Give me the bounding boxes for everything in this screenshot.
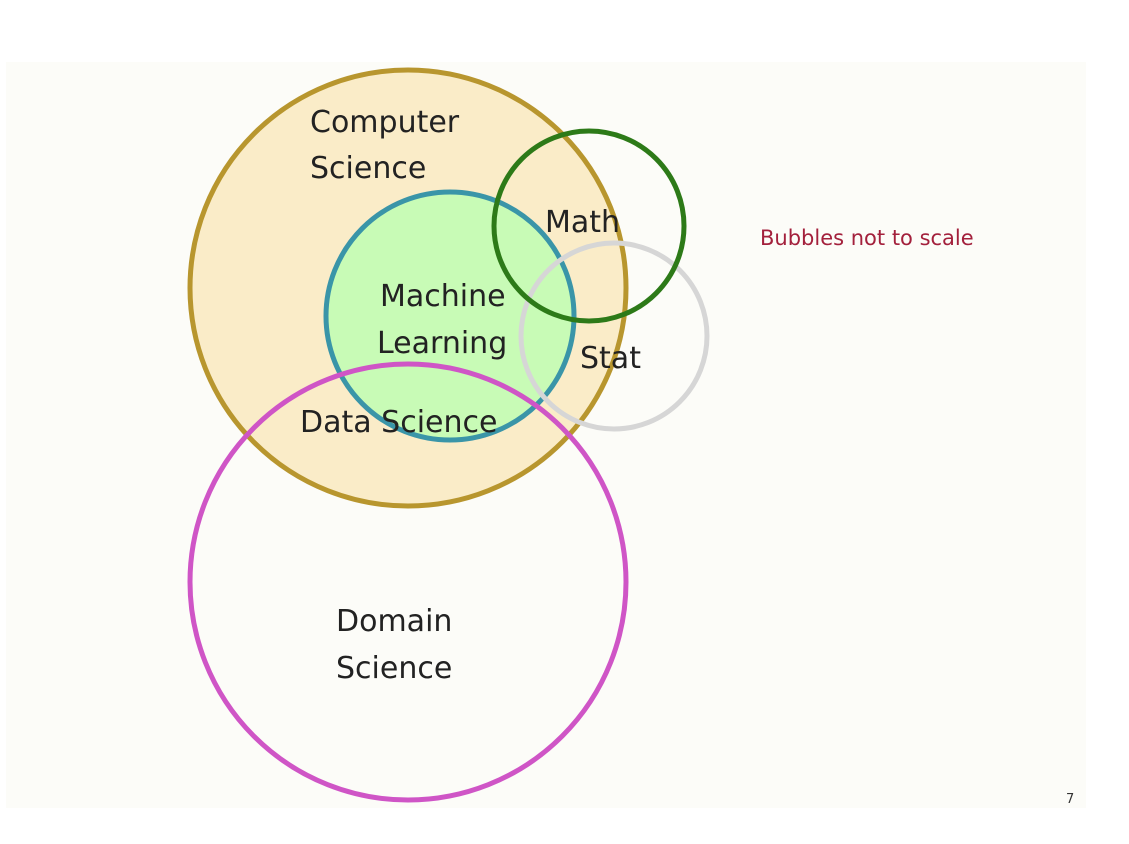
stat-label: Stat	[580, 341, 641, 376]
computer-science-label: Computer Science	[310, 105, 469, 186]
computer-science-label-line1: Computer	[310, 105, 460, 140]
computer-science-label-line2: Science	[310, 151, 426, 186]
math-circle	[491, 128, 687, 324]
domain-science-label: Domain Science	[336, 604, 462, 686]
domain-science-label-line1: Domain	[336, 604, 452, 639]
domain-science-label-line2: Science	[336, 651, 452, 686]
machine-learning-label-line1: Machine	[380, 279, 506, 314]
stat-circle	[518, 240, 710, 432]
page-number: 7	[1066, 792, 1075, 807]
domain-science-circle	[187, 361, 629, 803]
machine-learning-label: Machine Learning	[377, 279, 515, 361]
math-label: Math	[545, 205, 620, 240]
machine-learning-circle	[323, 189, 577, 443]
scale-note: Bubbles not to scale	[760, 226, 974, 250]
machine-learning-label-line2: Learning	[377, 326, 507, 361]
data-science-label: Data Science	[300, 405, 497, 440]
